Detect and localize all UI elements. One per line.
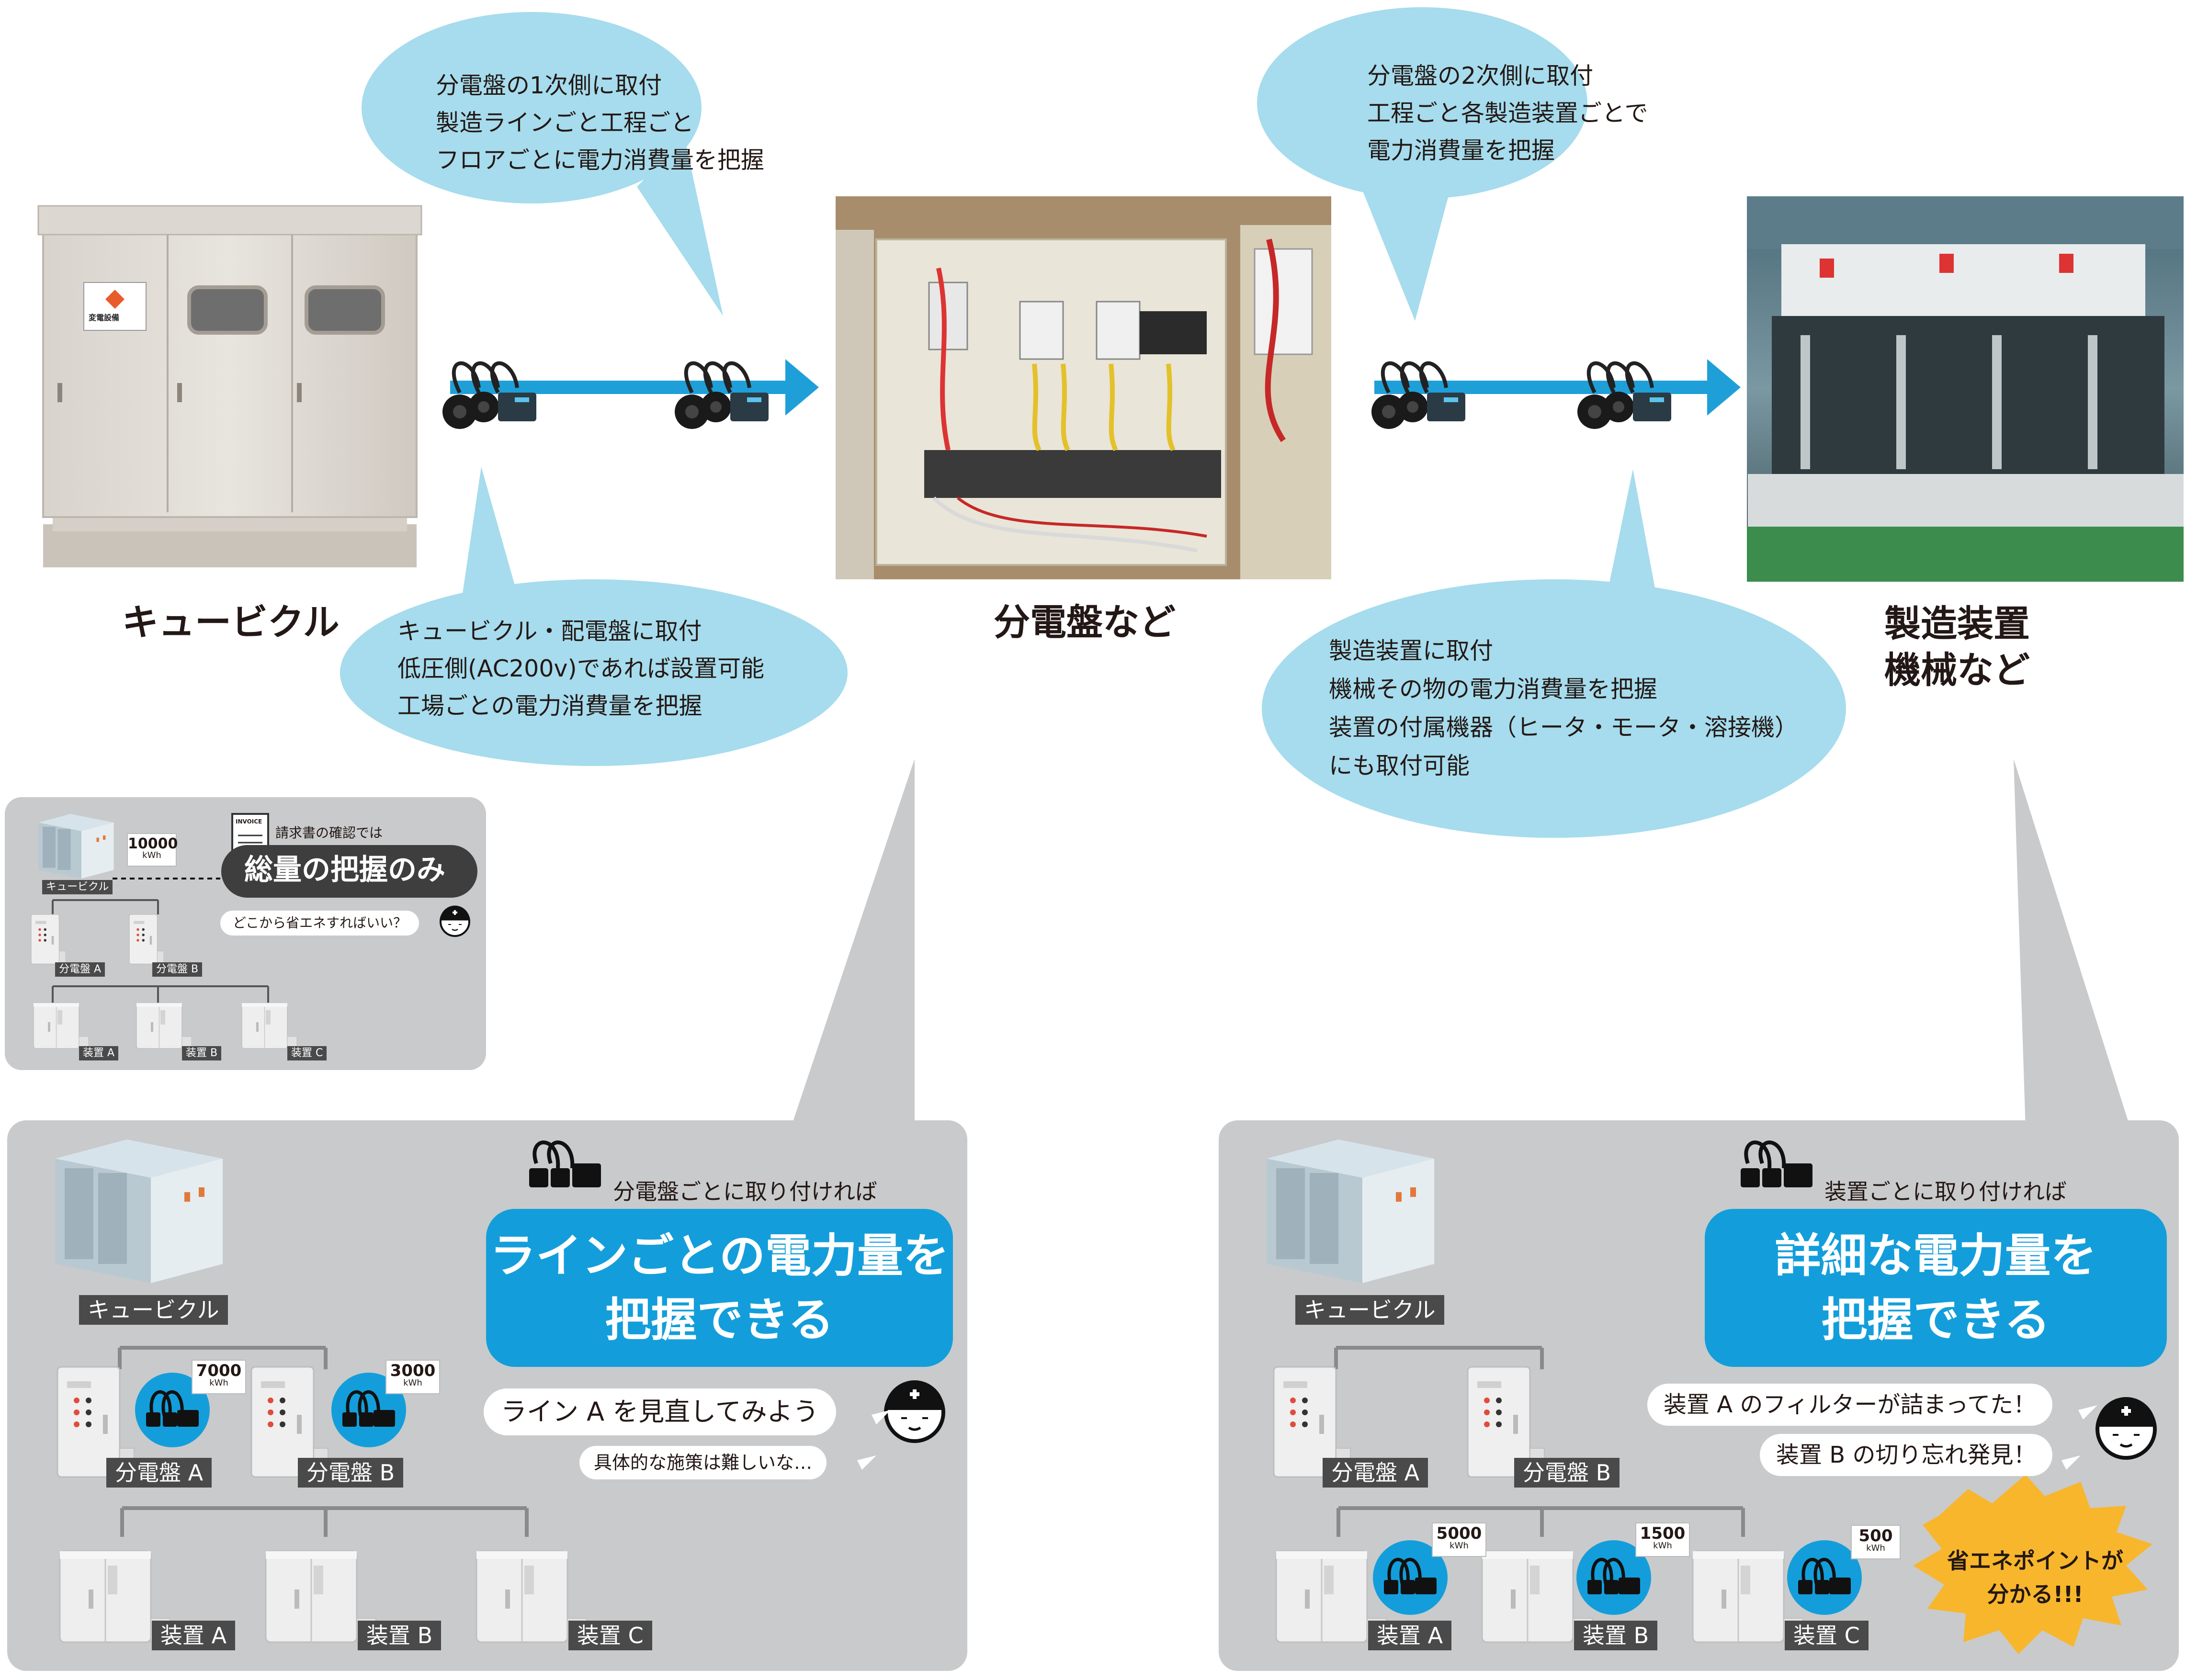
right-device-c-tag: 装置 C	[1785, 1621, 1869, 1650]
kwh-value: 3000	[390, 1361, 436, 1380]
cubicle-sign: 変電設備	[89, 313, 120, 322]
bubble-line: 電力消費量を把握	[1367, 137, 1555, 164]
left-headline-line2: 把握できる	[605, 1293, 834, 1347]
invoice-caption: 請求書の確認では	[275, 825, 383, 841]
right-kwh-b-badge: 1500 kWh	[1635, 1522, 1690, 1557]
bubble-line: 工程ごと各製造装置ごとで	[1367, 100, 1648, 127]
small-panel-tree	[31, 814, 297, 1049]
power-sensor-icon	[442, 363, 536, 429]
right-headline-box: 詳細な電力量を 把握できる	[1705, 1209, 2167, 1367]
right-board-b-tag: 分電盤 B	[1514, 1458, 1620, 1488]
small-device-c-tag: 装置 C	[287, 1046, 327, 1060]
bubble-line: 分電盤の2次側に取付	[1367, 62, 1594, 90]
distribution-board-label: 分電盤など	[994, 601, 1176, 643]
bubble-line: キュービクル・配電盤に取付	[397, 618, 702, 645]
power-sensor-icon	[1371, 363, 1465, 429]
right-kwh-a-badge: 5000 kWh	[1432, 1522, 1486, 1557]
kwh-unit: kWh	[403, 1378, 422, 1388]
small-board-a-tag: 分電盤 A	[55, 962, 105, 977]
left-speech2: 具体的な施策は難しいな…	[579, 1446, 827, 1479]
bubble-top-right-shape	[1257, 7, 1587, 321]
kwh-value: 7000	[196, 1361, 242, 1380]
bubble-bottom-right-shape	[1262, 469, 1846, 838]
small-headline: 総量の把握のみ	[244, 853, 445, 887]
right-kwh-c-badge: 500 kWh	[1851, 1525, 1901, 1559]
kwh-unit: kWh	[1450, 1541, 1469, 1551]
kwh-unit: kWh	[1653, 1541, 1672, 1551]
kwh-value: 1500	[1640, 1524, 1686, 1543]
bubble-top-left-shape	[362, 12, 723, 316]
right-board-a-tag: 分電盤 A	[1323, 1458, 1428, 1488]
burst-line1: 省エネポイントが	[1947, 1548, 2123, 1574]
small-board-b-tag: 分電盤 B	[152, 962, 203, 977]
bubble-line: 分電盤の1次側に取付	[436, 72, 662, 99]
left-board-a-tag: 分電盤 A	[106, 1458, 212, 1488]
left-kwh-a-badge: 7000 kWh	[192, 1360, 246, 1394]
kwh-value: 5000	[1436, 1524, 1482, 1543]
right-panel-tree	[1267, 1139, 1804, 1643]
kwh-unit: kWh	[209, 1378, 228, 1388]
worker-icon	[885, 1380, 944, 1441]
kwh-value: 500	[1858, 1526, 1893, 1545]
kwh-value: 10000	[128, 835, 178, 852]
right-caption: 装置ごとに取り付ければ	[1824, 1179, 2067, 1205]
left-speech1: ライン A を見直してみよう	[484, 1388, 836, 1435]
bubble-line: 工場ごとの電力消費量を把握	[397, 692, 702, 720]
burst-line2: 分かる!!!	[1987, 1581, 2084, 1607]
right-cubicle-tag: キュービクル	[1295, 1295, 1444, 1325]
right-device-a-tag: 装置 A	[1368, 1621, 1452, 1650]
energy-point-text: 省エネポイントが 分かる!!!	[1944, 1544, 2126, 1611]
right-device-b-tag: 装置 B	[1574, 1621, 1658, 1650]
bubble-bottom-right: 製造装置に取付 機械その物の電力消費量を把握 装置の付属機器（ヒータ・モータ・溶…	[1329, 632, 1798, 785]
bubble-line: にも取付可能	[1329, 752, 1470, 779]
small-device-b-tag: 装置 B	[182, 1046, 222, 1060]
right-headline-line1: 詳細な電力量を	[1775, 1229, 2097, 1283]
invoice-label: INVOICE	[236, 818, 262, 825]
equipment-label-line1: 製造装置	[1884, 602, 2030, 645]
left-cubicle-tag: キュービクル	[79, 1295, 228, 1325]
left-panel-tree	[55, 1139, 588, 1643]
worker-icon	[439, 904, 471, 937]
small-kwh-badge: 10000 kWh	[127, 833, 178, 867]
cubicle-image	[37, 205, 422, 567]
small-cubicle-tag: キュービクル	[42, 880, 113, 894]
left-device-c-tag: 装置 C	[568, 1621, 652, 1650]
bubble-bottom-left: キュービクル・配電盤に取付 低圧側(AC200v)であれば設置可能 工場ごとの電…	[397, 613, 764, 725]
left-headline-box: ラインごとの電力量を 把握できる	[486, 1209, 953, 1367]
small-device-a-tag: 装置 A	[79, 1046, 119, 1060]
left-caption: 分電盤ごとに取り付ければ	[613, 1179, 877, 1205]
power-sensor-icon	[675, 363, 769, 429]
worker-icon	[2096, 1397, 2156, 1458]
left-caption-sensor-icon	[529, 1140, 601, 1187]
bubble-bottom-left-shape	[340, 467, 848, 766]
energy-point-burst	[1913, 1475, 2152, 1654]
bubble-line: 製造ラインごと工程ごと	[436, 109, 694, 136]
bubble-top-left: 分電盤の1次側に取付 製造ラインごと工程ごと フロアごとに電力消費量を把握	[436, 67, 764, 179]
bubble-line: 低圧側(AC200v)であれば設置可能	[397, 655, 765, 682]
bubble-line: 機械その物の電力消費量を把握	[1329, 676, 1658, 703]
left-headline-line1: ラインごとの電力量を	[489, 1229, 950, 1283]
right-speech2: 装置 B の切り忘れ発見！	[1760, 1434, 2053, 1476]
power-sensor-icon	[1577, 363, 1671, 429]
right-caption-sensor-icon	[1741, 1140, 1812, 1187]
small-headline-pill	[221, 845, 477, 898]
left-kwh-b-badge: 3000 kWh	[385, 1360, 440, 1394]
distribution-board-image	[836, 196, 1331, 579]
kwh-unit: kWh	[142, 850, 161, 860]
bubble-line: 製造装置に取付	[1329, 637, 1494, 665]
bubble-line: フロアごとに電力消費量を把握	[436, 147, 765, 174]
left-board-b-tag: 分電盤 B	[298, 1458, 404, 1488]
small-question: どこから省エネすればいい？	[220, 911, 419, 936]
kwh-unit: kWh	[1866, 1543, 1885, 1553]
right-speech1: 装置 A のフィルターが詰まってた！	[1647, 1384, 2053, 1426]
cubicle-label: キュービクル	[122, 601, 340, 643]
bubble-line: 装置の付属機器（ヒータ・モータ・溶接機）	[1329, 714, 1799, 741]
right-headline-line2: 把握できる	[1821, 1293, 2050, 1347]
left-device-a-tag: 装置 A	[152, 1621, 236, 1650]
bubble-top-right: 分電盤の2次側に取付 工程ごと各製造装置ごとで 電力消費量を把握	[1367, 57, 1648, 169]
left-device-b-tag: 装置 B	[358, 1621, 442, 1650]
equipment-image	[1747, 196, 2184, 582]
equipment-label-line2: 機械など	[1884, 649, 2030, 691]
